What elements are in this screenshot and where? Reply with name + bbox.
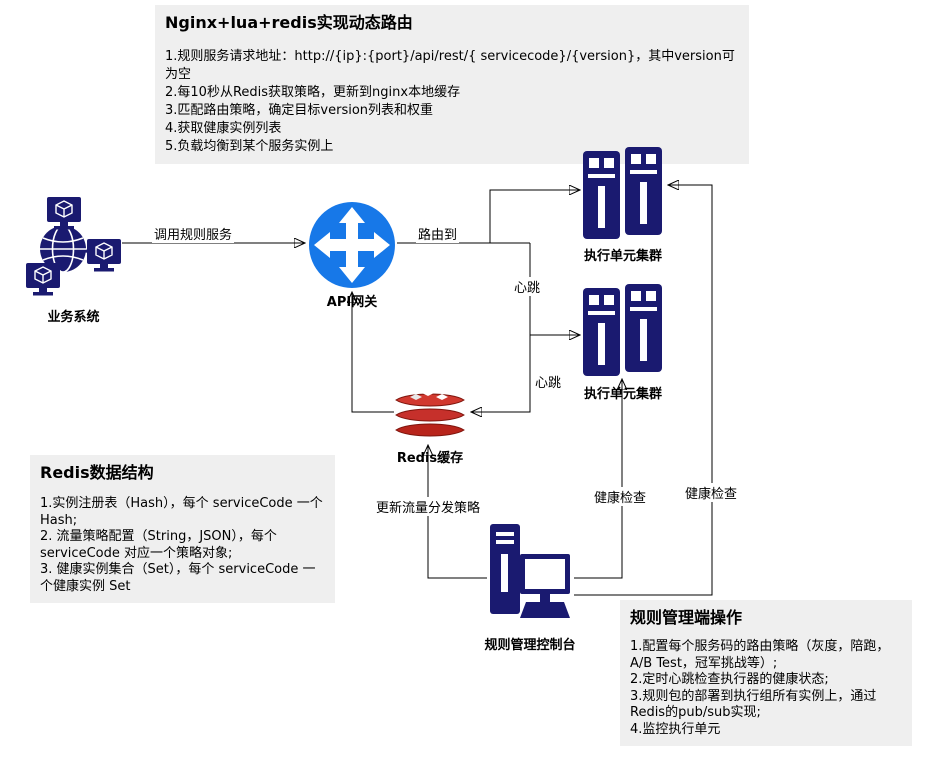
note-line: 1.规则服务请求地址：http://{ip}:{port}/api/rest/{… (165, 49, 735, 82)
note-line: 3.匹配路由策略，确定目标version列表和权重 (165, 103, 434, 118)
exec-cluster-top-label: 执行单元集群 (583, 249, 662, 264)
exec-cluster-mid-label: 执行单元集群 (583, 387, 662, 402)
edge-label-health-check-mid: 健康检查 (592, 487, 649, 506)
redis-stack-icon (395, 390, 465, 437)
exec-cluster-top-icon (583, 147, 663, 239)
edge-label-heartbeat-mid: 心跳 (533, 372, 564, 391)
server-cluster-icon (583, 284, 662, 376)
edge-healthcheck-cluster-top (574, 185, 713, 596)
note-line: 4.监控执行单元 (630, 721, 721, 737)
business-system-icon (25, 197, 122, 300)
edge-label-call-rule-service: 调用规则服务 (152, 224, 235, 243)
redis-cache-label: Redis缓存 (396, 451, 464, 466)
exec-cluster-mid-icon (583, 284, 663, 376)
edge-route-to-cluster-top (489, 190, 579, 243)
note-line: 3.规则包的部署到执行组所有实例上，通过Redis的pub/sub实现; (630, 688, 877, 721)
note-line: 2. 流量策略配置（String，JSON），每个 serviceCode 对应… (40, 529, 277, 561)
edge-label-heartbeat-top: 心跳 (512, 277, 543, 296)
note-line: 2.定时心跳检查执行器的健康状态; (630, 672, 829, 687)
note-line: 4.获取健康实例列表 (165, 121, 282, 136)
rule-console-icon (488, 524, 572, 630)
server-cluster-icon (583, 147, 662, 239)
note-line: 5.负载均衡到某个服务实例上 (165, 139, 334, 154)
top-note-title: Nginx+lua+redis实现动态路由 (165, 13, 413, 32)
api-gateway-label: API网关 (326, 295, 378, 310)
edge-label-health-check-top: 健康检查 (683, 483, 740, 502)
network-computers-icon (25, 197, 122, 297)
console-operations-note: 规则管理端操作 1.配置每个服务码的路由策略（灰度，陪跑，A/B Test，冠军… (620, 600, 912, 746)
note-line: 1.实例注册表（Hash），每个 serviceCode 一个 Hash; (40, 496, 323, 528)
note-line: 3. 健康实例集合（Set），每个 serviceCode 一个健康实例 Set (40, 562, 316, 594)
edge-heartbeat-to-redis (472, 243, 531, 412)
router-icon (309, 202, 395, 288)
api-gateway-icon (309, 202, 395, 288)
edge-label-route-to: 路由到 (416, 224, 460, 243)
workstation-icon (490, 524, 570, 618)
rule-console-label: 规则管理控制台 (484, 638, 576, 653)
redis-note-title: Redis数据结构 (40, 463, 154, 482)
edge-console-to-redis (428, 446, 487, 579)
edge-label-update-policy: 更新流量分发策略 (374, 497, 483, 516)
redis-cache-icon (394, 385, 466, 443)
note-line: 2.每10秒从Redis获取策略，更新到nginx本地缓存 (165, 85, 461, 100)
edge-redis-to-gateway (352, 293, 394, 413)
edge-healthcheck-cluster-mid (574, 380, 622, 579)
top-note: Nginx+lua+redis实现动态路由 1.规则服务请求地址：http://… (155, 5, 749, 164)
console-note-title: 规则管理端操作 (630, 608, 743, 627)
business-system-label: 业务系统 (47, 310, 100, 325)
redis-structure-note: Redis数据结构 1.实例注册表（Hash），每个 serviceCode 一… (30, 455, 335, 603)
note-line: 1.配置每个服务码的路由策略（灰度，陪跑，A/B Test，冠军挑战等）; (630, 639, 890, 671)
